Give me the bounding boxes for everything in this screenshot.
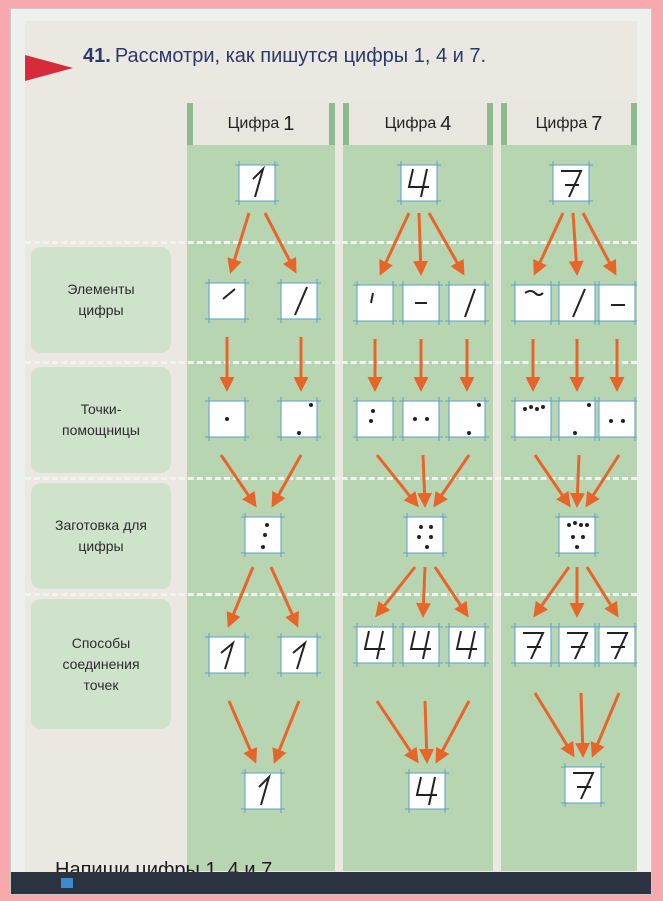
textbook-page: 41.Рассмотри, как пишутся цифры 1, 4 и 7… xyxy=(25,21,637,886)
column-digit-4 xyxy=(343,141,493,871)
connection-1b xyxy=(277,633,321,677)
connection-7b xyxy=(555,623,599,667)
element-4a xyxy=(353,281,397,325)
bottom-bar xyxy=(11,872,651,894)
element-4b xyxy=(399,281,443,325)
blank-7 xyxy=(555,513,599,557)
helper-dots-7b xyxy=(555,397,599,441)
element-7c xyxy=(595,281,637,325)
task-title: 41.Рассмотри, как пишутся цифры 1, 4 и 7… xyxy=(83,45,486,68)
connection-1a xyxy=(205,633,249,677)
element-7b xyxy=(555,281,599,325)
connection-4c xyxy=(445,623,489,667)
digit-4-result xyxy=(405,769,449,813)
task-number: 41. xyxy=(83,45,111,67)
screenshot-frame: 41.Рассмотри, как пишутся цифры 1, 4 и 7… xyxy=(10,8,652,895)
blue-indicator-icon xyxy=(61,878,73,888)
blank-4 xyxy=(403,513,447,557)
digit-4-sample xyxy=(397,161,441,205)
element-1b xyxy=(277,279,321,323)
task-text: Рассмотри, как пишутся цифры 1, 4 и 7. xyxy=(115,45,486,67)
connection-4b xyxy=(399,623,443,667)
helper-dots-4b xyxy=(399,397,443,441)
helper-dots-4a xyxy=(353,397,397,441)
column-digit-1 xyxy=(187,141,335,871)
row-label-connection: Способы соединения точек xyxy=(31,599,171,729)
row-label-elements: Элементы цифры xyxy=(31,247,171,353)
row-label-blank: Заготовка для цифры xyxy=(31,483,171,589)
helper-dots-1a xyxy=(205,397,249,441)
row-divider xyxy=(25,477,637,480)
column-digit-7 xyxy=(501,141,637,871)
row-divider xyxy=(25,593,637,596)
row-divider xyxy=(25,241,637,244)
task-marker-triangle xyxy=(25,55,73,81)
row-divider xyxy=(25,361,637,364)
helper-dots-1b xyxy=(277,397,321,441)
connection-7a xyxy=(511,623,555,667)
connection-4a xyxy=(353,623,397,667)
helper-dots-7c xyxy=(595,397,637,441)
digit-7-result xyxy=(561,763,605,807)
connection-7c xyxy=(595,623,637,667)
helper-dots-4c xyxy=(445,397,489,441)
digit-1-sample xyxy=(235,161,279,205)
digit-1-result xyxy=(241,769,285,813)
helper-dots-7a xyxy=(511,397,555,441)
element-1a xyxy=(205,279,249,323)
row-label-helper-dots: Точки-помощницы xyxy=(31,367,171,473)
blank-1 xyxy=(241,513,285,557)
digit-7-sample xyxy=(549,161,593,205)
element-7a xyxy=(511,281,555,325)
element-4c xyxy=(445,281,489,325)
